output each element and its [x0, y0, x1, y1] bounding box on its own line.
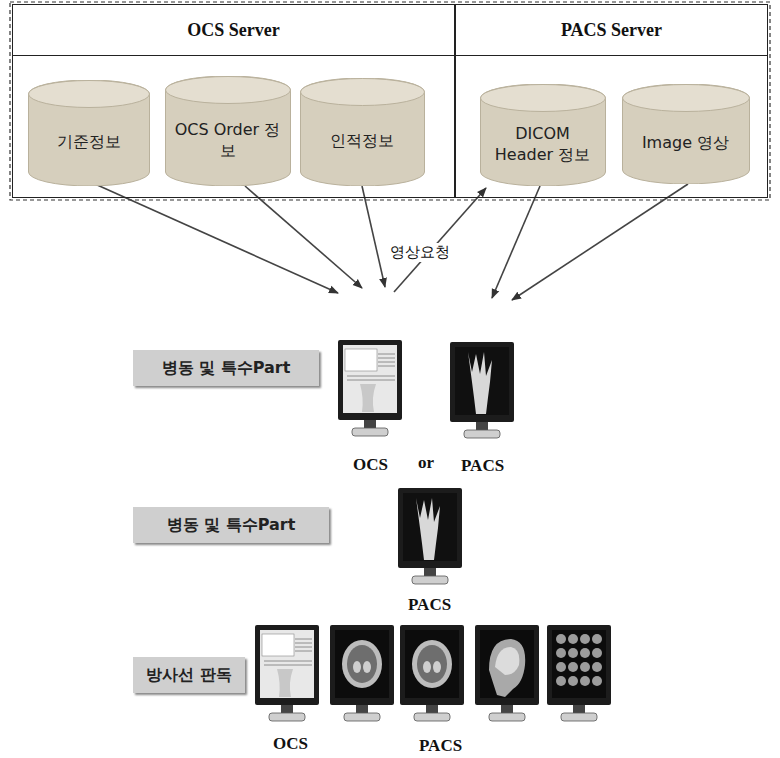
database-cylinder: DICOM Header 정보 — [480, 84, 606, 186]
flow-arrow — [492, 186, 540, 298]
system-caption: OCS — [353, 455, 388, 475]
panel-title: PACS Server — [456, 5, 767, 56]
tag-label: 방사선 판독 — [138, 665, 240, 686]
database-cylinder: Image 영상 — [622, 84, 750, 184]
monitor-icon — [255, 625, 319, 721]
flow-arrow — [394, 188, 486, 292]
monitor-icon — [400, 625, 464, 721]
monitor-icon — [547, 625, 611, 721]
flow-arrow — [95, 184, 338, 293]
monitor-icon — [450, 342, 514, 438]
database-label: DICOM Header 정보 — [480, 104, 606, 166]
database-cylinder: 기준정보 — [28, 80, 150, 186]
user-group-tag: 방사선 판독 — [133, 657, 245, 693]
tag-label: 병동 및 특수Part — [159, 515, 304, 536]
monitor-icon — [475, 625, 539, 721]
outer-dashed-border — [10, 2, 770, 200]
monitor-icon — [398, 488, 462, 584]
user-group-tag: 병동 및 특수Part — [133, 507, 329, 543]
monitor-icon — [338, 340, 402, 436]
user-group-tag: 병동 및 특수Part — [133, 350, 319, 386]
flow-arrow — [245, 186, 362, 288]
system-caption: PACS — [408, 595, 451, 615]
database-cylinder: OCS Order 정보 — [165, 76, 291, 186]
flow-arrows — [95, 184, 688, 300]
database-cylinder: 인적정보 — [300, 78, 425, 186]
or-caption: or — [418, 453, 434, 473]
tag-label: 병동 및 특수Part — [154, 358, 299, 379]
request-label: 영상요청 — [388, 243, 452, 262]
database-label: 인적정보 — [322, 111, 402, 152]
database-label: OCS Order 정보 — [165, 100, 291, 162]
system-caption: PACS — [461, 456, 504, 476]
panel-title: OCS Server — [13, 5, 454, 56]
system-caption: OCS — [273, 734, 308, 754]
monitor-icon — [330, 625, 394, 721]
flow-arrow — [362, 186, 385, 287]
server-panel: OCS Server 기준정보 OCS Order 정보 인적정보 — [12, 4, 455, 198]
server-panel: PACS ServerDICOM Header 정보 Image 영상 — [455, 4, 768, 198]
database-label: 기준정보 — [49, 112, 129, 153]
flow-arrow — [512, 184, 688, 300]
database-label: Image 영상 — [634, 113, 737, 154]
system-caption: PACS — [419, 736, 462, 756]
